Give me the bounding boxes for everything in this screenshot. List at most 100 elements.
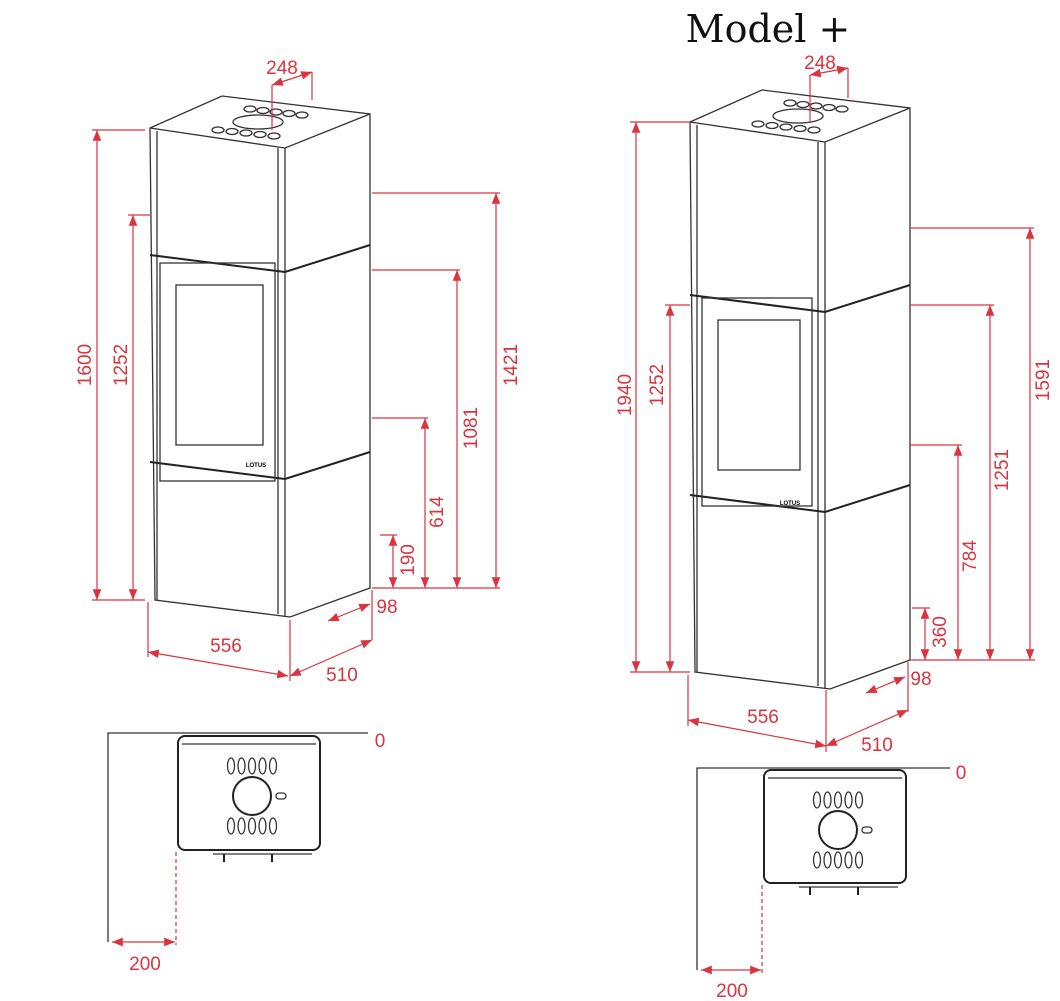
dim-bottom-offset: 98	[376, 597, 397, 618]
vent-slot	[268, 757, 278, 775]
vent-slot	[796, 100, 810, 109]
vent-slot	[765, 121, 779, 130]
stove-elevation	[149, 95, 371, 618]
vent-slot	[809, 102, 823, 110]
vent-slot	[253, 130, 267, 139]
dimension-arrow	[865, 676, 906, 694]
vent-slot	[268, 817, 278, 835]
wall-corner	[107, 732, 368, 942]
plan-side-clearance: 200	[129, 954, 161, 975]
vent-slot	[211, 126, 225, 134]
vent-slot	[833, 851, 843, 869]
plus-model-labels: 248 1940 1252 1591 1251 784 360 98 556 5…	[615, 53, 1054, 1001]
vent-slot	[225, 127, 239, 136]
vent-slot	[823, 791, 832, 809]
dimension-lines	[92, 65, 1035, 975]
section-divider	[689, 284, 911, 314]
section-divider	[149, 451, 371, 481]
plan-wall-zero: 0	[375, 731, 386, 752]
vent-slot	[779, 123, 793, 131]
flue-outlet-icon	[818, 810, 858, 850]
standard-model-labels: 248 1600 1252 1421 1081 614 190 98 556 5…	[75, 58, 522, 975]
flue-outlet-icon	[232, 776, 272, 816]
model-plus-title: Model +	[686, 7, 851, 51]
dim-back-bottom: 360	[930, 616, 951, 648]
vent-slot	[783, 99, 797, 107]
stove-outline	[149, 95, 371, 618]
vent-slot	[823, 851, 832, 869]
dimension-arrow	[687, 717, 827, 749]
dim-width: 556	[747, 707, 779, 728]
flue-handle-icon	[861, 826, 873, 834]
dimension-arrow	[289, 639, 373, 677]
vent-slot	[258, 817, 267, 835]
vent-slot	[247, 817, 257, 835]
vent-slot	[833, 791, 843, 809]
dim-door-top: 1252	[111, 344, 132, 386]
vent-slot	[793, 124, 807, 133]
wall-corner	[696, 767, 950, 970]
vent-slot	[835, 105, 849, 113]
vent-slot	[854, 851, 864, 869]
section-divider	[149, 244, 371, 274]
vent-slot	[812, 791, 822, 809]
dim-back-upper: 1251	[992, 449, 1013, 491]
flue-outlet-icon	[772, 108, 824, 124]
dim-width: 556	[210, 636, 242, 657]
dim-total-height: 1600	[75, 344, 96, 386]
dim-back-bottom: 190	[398, 544, 419, 576]
dimension-arrow	[271, 71, 313, 86]
dim-248: 248	[266, 58, 298, 79]
dim-total-height: 1940	[615, 374, 636, 416]
dim-depth: 510	[326, 665, 358, 686]
vent-slot	[237, 817, 246, 835]
dim-back-upper: 1081	[461, 407, 482, 449]
dim-flue-back: 1591	[1033, 359, 1054, 401]
vent-slot	[267, 132, 281, 140]
plan-view	[696, 767, 950, 970]
dimension-arrow	[327, 603, 371, 622]
dim-depth: 510	[861, 735, 893, 756]
dim-back-lower: 784	[960, 540, 981, 572]
stove-plan-outline	[177, 735, 321, 851]
dim-bottom-offset: 98	[910, 669, 931, 690]
brand-logo: LOTUS	[780, 501, 800, 507]
door-glass	[717, 319, 801, 471]
dimension-arrow	[809, 65, 849, 78]
door-frame	[159, 262, 276, 482]
vent-slot	[822, 103, 836, 112]
plan-wall-zero: 0	[956, 763, 967, 784]
door-glass	[175, 284, 264, 446]
vent-slot	[854, 791, 864, 809]
vent-slot	[247, 757, 257, 775]
flue-handle-icon	[275, 792, 287, 800]
vent-slot	[256, 106, 270, 115]
vent-slot	[282, 109, 296, 118]
brand-logo: LOTUS	[246, 463, 266, 469]
vent-slot	[237, 757, 246, 775]
vent-slot	[258, 757, 267, 775]
dim-door-top: 1252	[647, 364, 668, 406]
dim-flue-back: 1421	[501, 344, 522, 386]
vent-slot	[751, 120, 765, 128]
dimension-arrow	[147, 649, 289, 679]
vent-slot	[844, 851, 853, 869]
flue-outlet-icon	[232, 114, 284, 130]
section-divider	[689, 484, 911, 514]
plan-view	[107, 732, 368, 942]
panel-edges	[696, 125, 826, 688]
stove-elevations	[107, 89, 950, 970]
vent-slot	[269, 108, 283, 116]
dimension-arrow	[825, 709, 909, 747]
stove-elevation	[689, 89, 911, 690]
panel-edges	[156, 131, 286, 616]
plan-side-clearance: 200	[716, 981, 748, 1001]
vent-slot	[243, 105, 257, 113]
door-frame	[701, 297, 813, 507]
vent-slot	[295, 111, 309, 119]
stove-plan-outline	[763, 769, 907, 884]
vent-slot	[226, 757, 236, 775]
vent-slot	[812, 851, 822, 869]
